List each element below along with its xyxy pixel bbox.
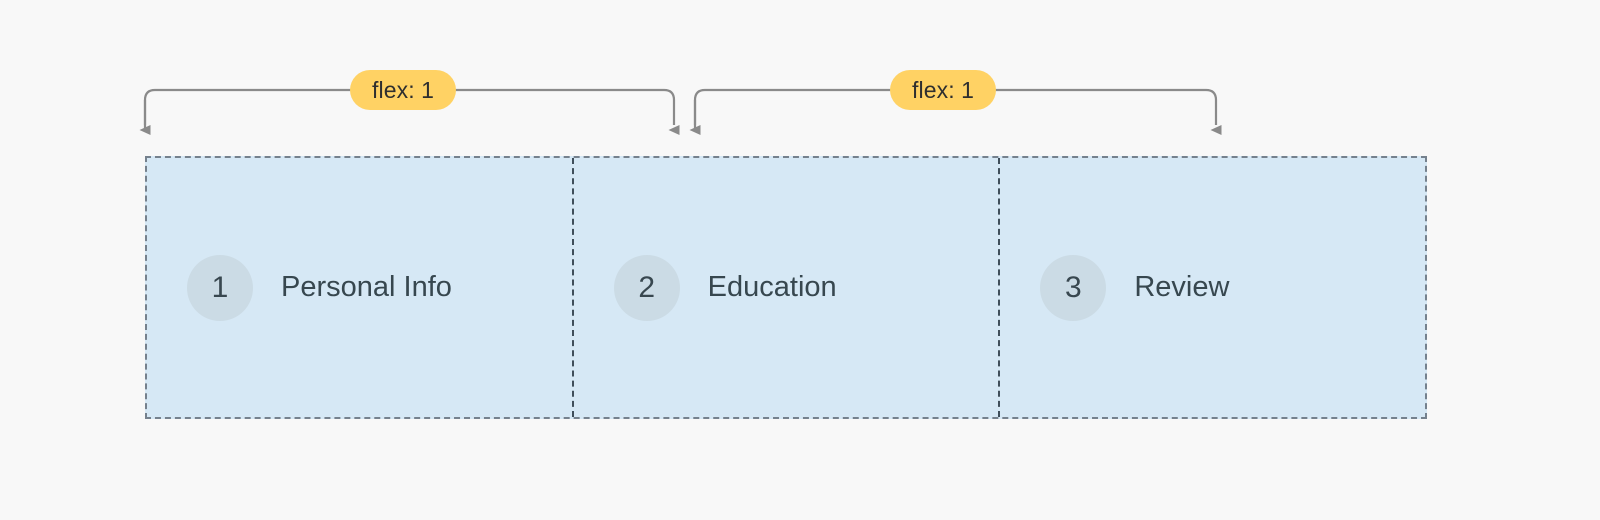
- step-label-3: Review: [1134, 271, 1230, 303]
- step-number-1: 1: [211, 270, 229, 304]
- step-number-circle-2: 2: [613, 254, 680, 321]
- flex-item-1[interactable]: 1 Personal Info: [147, 158, 574, 417]
- flex-item-3[interactable]: 3 Review: [1000, 158, 1425, 417]
- step-label-1: Personal Info: [281, 271, 452, 303]
- step-label-2: Education: [707, 271, 837, 303]
- measure-bracket-2: [689, 88, 1222, 135]
- measure-arrow-right-1: [143, 88, 680, 135]
- step-number-circle-1: 1: [187, 254, 253, 321]
- flex-container: 1 Personal Info 2 Education 3 Review: [145, 156, 1427, 419]
- step-number-2: 2: [638, 270, 656, 304]
- flex-item-2[interactable]: 2 Education: [574, 158, 1001, 417]
- measure-bracket-1: [139, 88, 680, 135]
- measure-arrow-right-2: [693, 88, 1222, 135]
- step-number-circle-3: 3: [1040, 254, 1107, 321]
- flex-badge-1: flex: 1: [350, 70, 457, 110]
- flex-badge-2: flex: 1: [890, 70, 997, 110]
- step-number-3: 3: [1065, 270, 1082, 304]
